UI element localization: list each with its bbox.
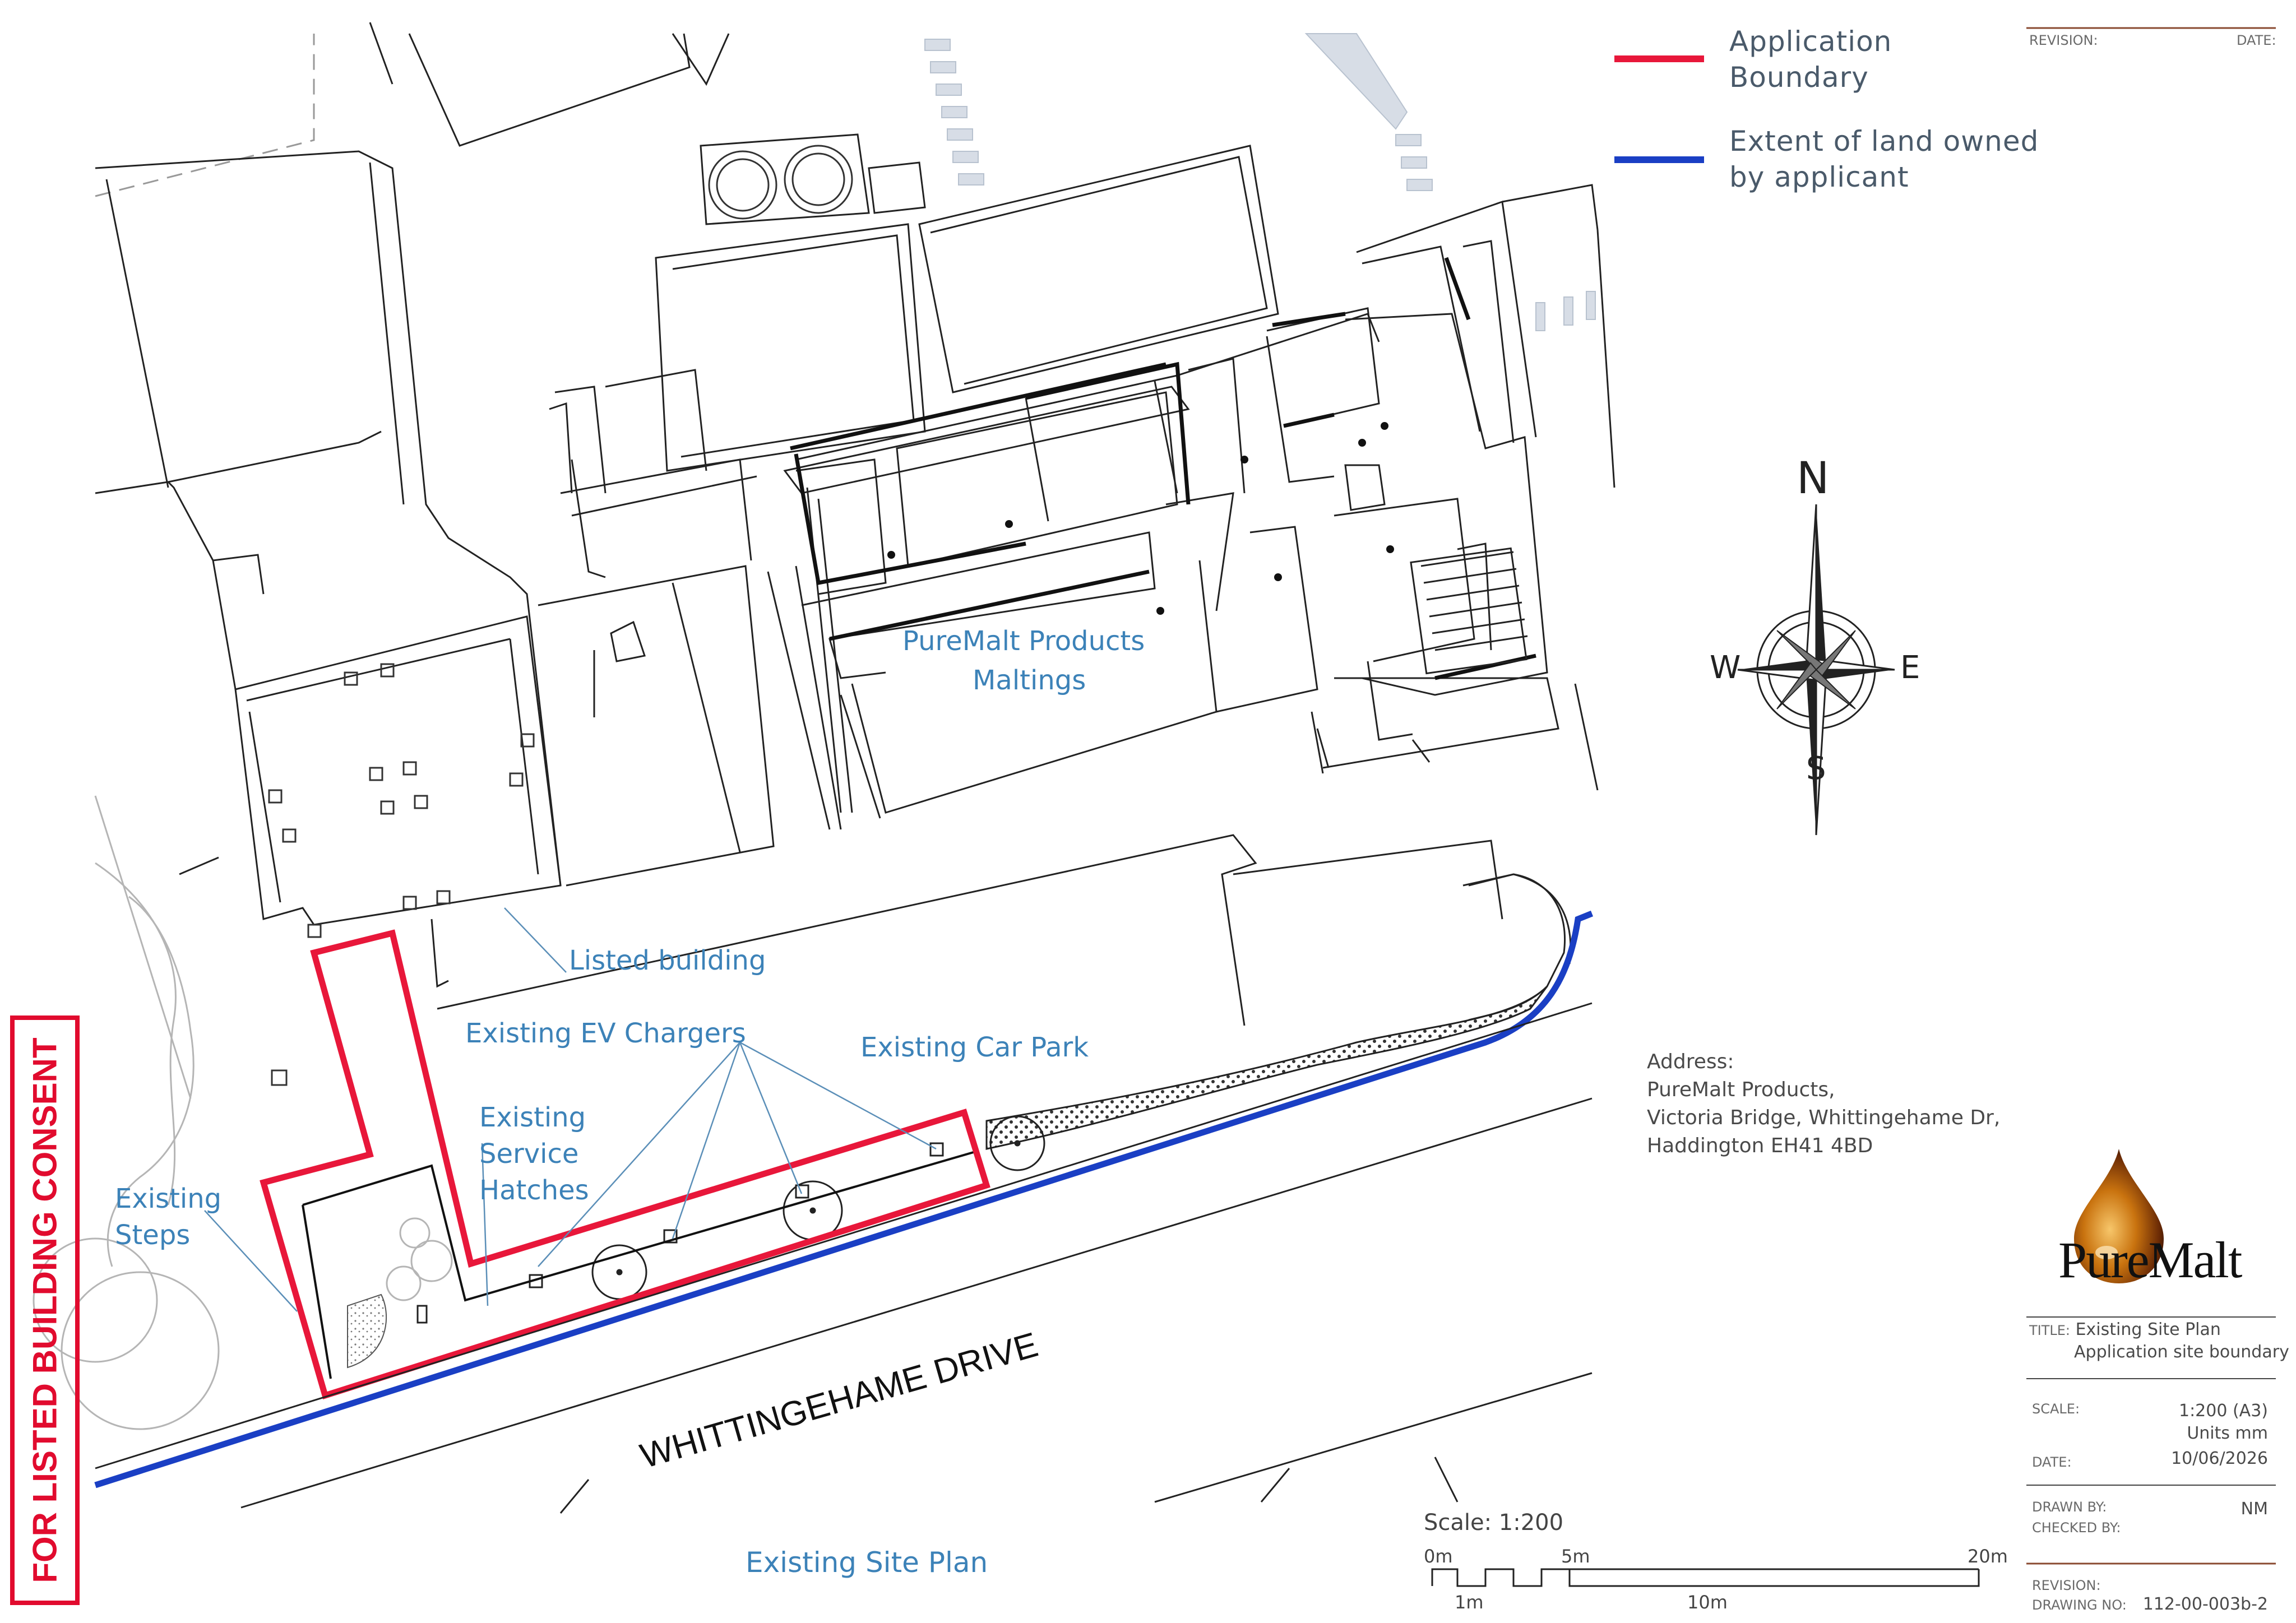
compass-east-label: E — [1900, 650, 1920, 686]
building-outlines — [95, 22, 1615, 1026]
address-heading: Address: — [1647, 1050, 1734, 1073]
legend-land-owned-line1: Extent of land owned — [1729, 125, 2039, 157]
drawn-by-value: NM — [2241, 1499, 2268, 1519]
scale-tick-20m: 20m — [1968, 1546, 2008, 1567]
puremalt-logo-icon — [2074, 1149, 2164, 1283]
drawing-no-value: 112-00-003b-2 — [2142, 1594, 2268, 1614]
title-label: TITLE: — [2029, 1323, 2071, 1338]
legend-application-boundary-line1: Application — [1729, 25, 1892, 58]
revision-label-bottom: REVISION: — [2032, 1578, 2101, 1593]
compass-west-label: W — [1710, 650, 1740, 686]
dashed-outline — [95, 34, 315, 197]
legend-application-boundary-label: Application Boundary — [1729, 24, 1892, 95]
revision-label-top: REVISION: — [2029, 33, 2098, 48]
landscape-trees — [33, 795, 453, 1430]
scale-label: SCALE: — [2032, 1401, 2080, 1417]
staircase — [1410, 547, 1528, 675]
steps-label-line2: Steps — [115, 1219, 190, 1251]
stamp-text: FOR LISTED BUILDING CONSENT — [26, 1037, 64, 1583]
service-hatches-line1: Existing — [479, 1102, 586, 1133]
legend-land-owned-label: Extent of land owned by applicant — [1729, 123, 2039, 195]
date-label: DATE: — [2032, 1454, 2072, 1470]
application-boundary-line — [260, 929, 990, 1399]
scale-tick-1m: 1m — [1455, 1592, 1484, 1613]
building-name-line2: Maltings — [973, 665, 1086, 696]
leader-lines — [204, 907, 937, 1312]
compass-south-label: S — [1806, 750, 1826, 787]
listed-building-consent-stamp: FOR LISTED BUILDING CONSENT — [10, 1015, 80, 1605]
scale-bar — [1431, 1568, 1980, 1587]
date-label-top: DATE: — [2237, 33, 2276, 48]
checked-by-label: CHECKED BY: — [2032, 1520, 2121, 1536]
legend-application-boundary-line2: Boundary — [1729, 61, 1869, 94]
drawing-title: TITLE: Existing Site Plan — [2029, 1320, 2221, 1339]
drawing-caption: Existing Site Plan — [746, 1546, 988, 1579]
scale-value: 1:200 (A3) — [2178, 1401, 2268, 1421]
date-value: 10/06/2026 — [2171, 1449, 2268, 1468]
drawing-no-label: DRAWING NO: — [2032, 1597, 2127, 1613]
road-edges — [95, 1002, 1593, 1514]
address-line3: Haddington EH41 4BD — [1647, 1134, 1873, 1157]
puremalt-logo-text: PureMalt — [2058, 1231, 2242, 1288]
title-block — [2026, 27, 2276, 1565]
ev-chargers-label: Existing EV Chargers — [465, 1018, 746, 1049]
land-owned-line — [94, 910, 1594, 1488]
north-arrow-icon — [1737, 504, 1895, 836]
scale-tick-10m: 10m — [1687, 1592, 1728, 1613]
scale-bar-title: Scale: 1:200 — [1424, 1510, 1563, 1536]
address-line2: Victoria Bridge, Whittingehame Dr, — [1647, 1106, 2001, 1129]
compass-north-label: N — [1797, 453, 1829, 504]
steps-label-line1: Existing — [115, 1183, 221, 1214]
drawn-by-label: DRAWN BY: — [2032, 1499, 2107, 1515]
ghost-objects — [924, 33, 1596, 331]
scale-tick-0m: 0m — [1424, 1546, 1453, 1567]
title-line2: Application site boundary — [2074, 1342, 2289, 1362]
internal-walls — [790, 257, 1536, 680]
light-markers — [887, 422, 1394, 615]
listed-building-label: Listed building — [569, 945, 766, 976]
service-hatches-line2: Service — [479, 1138, 578, 1170]
address-block: Address: PureMalt Products, Victoria Bri… — [1647, 1048, 2000, 1160]
legend-land-owned-line2: by applicant — [1729, 161, 1909, 193]
road-name: WHITTINGEHAME DRIVE — [636, 1325, 1042, 1476]
rooftop-tanks — [708, 145, 853, 220]
building-name-line1: PureMalt Products — [902, 625, 1145, 657]
car-park-label: Existing Car Park — [860, 1032, 1089, 1063]
scale-tick-5m: 5m — [1561, 1546, 1590, 1567]
address-line1: PureMalt Products, — [1647, 1078, 1835, 1101]
title-line1: Existing Site Plan — [2075, 1320, 2221, 1339]
units-value: Units mm — [2187, 1423, 2268, 1443]
landscape-strip — [347, 873, 1566, 1369]
service-hatches-line3: Hatches — [479, 1175, 589, 1206]
column-markers — [268, 663, 535, 1086]
